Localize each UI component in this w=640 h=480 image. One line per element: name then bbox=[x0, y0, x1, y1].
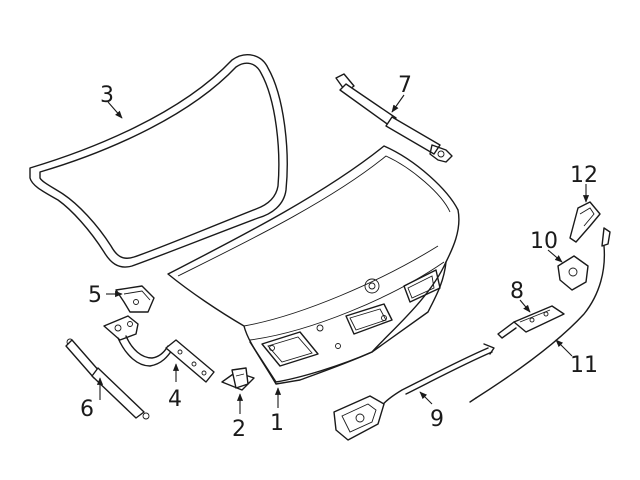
callout-6: 6 bbox=[80, 397, 94, 422]
callout-12: 12 bbox=[570, 163, 598, 188]
callout-5: 5 bbox=[88, 283, 102, 308]
callout-4: 4 bbox=[168, 387, 182, 412]
callout-9: 9 bbox=[430, 407, 444, 432]
callout-11: 11 bbox=[570, 353, 598, 378]
part-lock-actuator bbox=[497, 305, 565, 339]
callout-3: 3 bbox=[100, 83, 114, 108]
part-release-cable bbox=[469, 227, 611, 403]
part-trunk-lid bbox=[167, 145, 460, 385]
part-weatherstrip-seal bbox=[29, 54, 288, 268]
callout-7: 7 bbox=[398, 73, 412, 98]
callout-10: 10 bbox=[530, 229, 558, 254]
part-support-strut-lower bbox=[65, 338, 150, 420]
part-striker bbox=[569, 201, 601, 243]
part-support-strut-upper bbox=[335, 73, 453, 163]
callout-labels: 1 2 3 4 5 6 7 8 9 10 11 12 bbox=[80, 73, 598, 442]
callout-2: 2 bbox=[232, 417, 246, 442]
part-hinge-bracket bbox=[115, 285, 155, 313]
part-release-switch bbox=[557, 255, 589, 291]
part-bumper-stop bbox=[221, 367, 255, 391]
callout-1: 1 bbox=[270, 411, 284, 436]
part-latch-assembly bbox=[333, 343, 495, 441]
leader-lines bbox=[96, 94, 590, 414]
part-hinge bbox=[103, 315, 215, 383]
callout-8: 8 bbox=[510, 279, 524, 304]
